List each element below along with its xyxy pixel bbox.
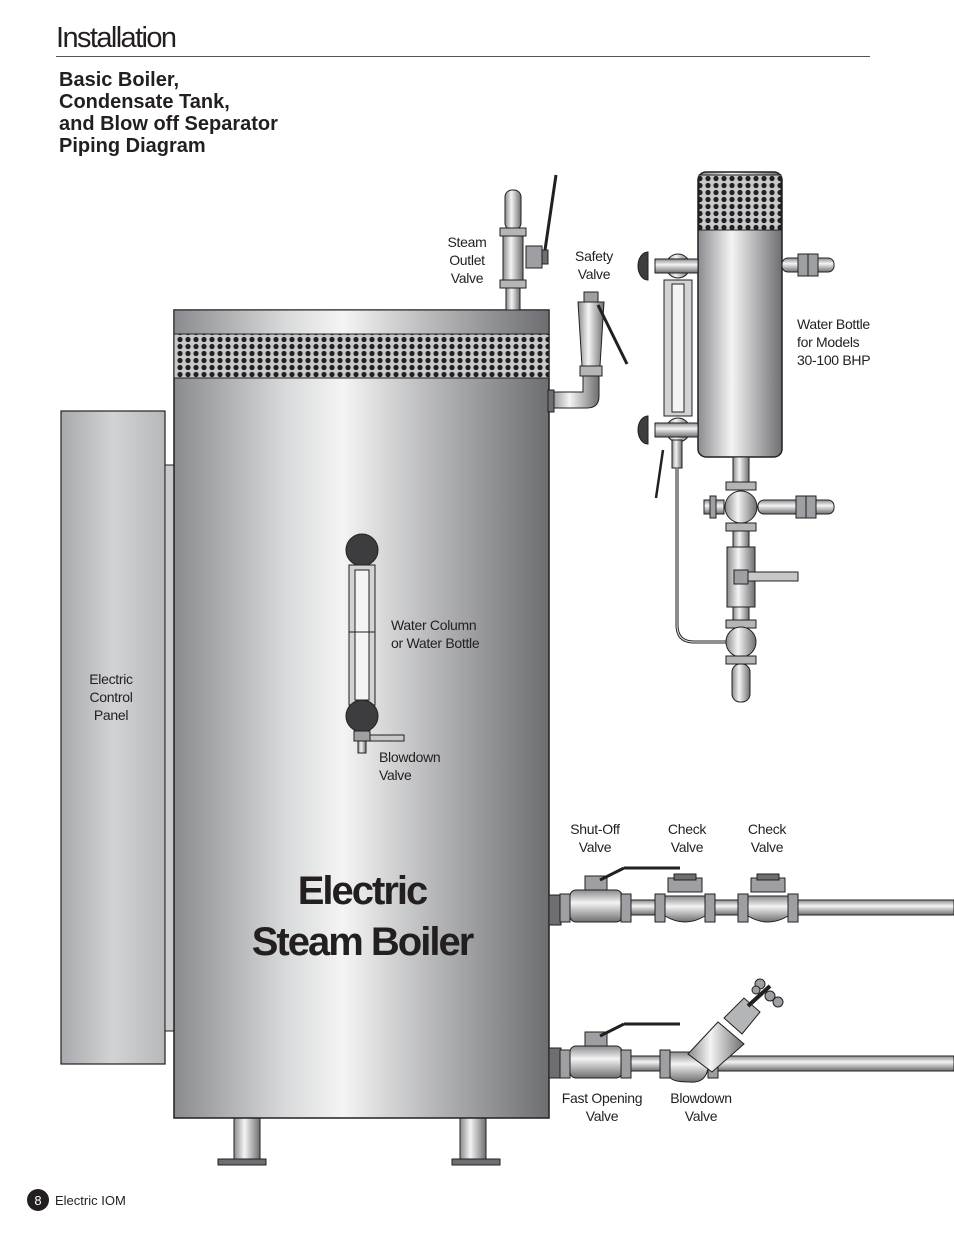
page-footer: 8 Electric IOM	[27, 1189, 126, 1211]
label-line: Valve	[450, 270, 484, 286]
label-line: Blowdown	[670, 1090, 732, 1106]
electric-control-panel	[60, 410, 176, 1065]
check-valve-2-label: Check Valve	[738, 820, 796, 856]
label-line: 30-100 BHP	[797, 352, 871, 368]
page-number: 8	[27, 1189, 49, 1211]
label-line: Valve	[578, 839, 612, 855]
line-blowdown-valve-label: Blowdown Valve	[662, 1089, 740, 1125]
water-bottle-label: Water Bottle for Models 30-100 BHP	[797, 315, 897, 369]
shutoff-valve-label: Shut-Off Valve	[561, 820, 629, 856]
water-bottle	[637, 171, 835, 703]
label-line: Fast Opening	[561, 1090, 643, 1106]
label-line: Valve	[684, 1108, 718, 1124]
fast-opening-valve-label: Fast Opening Valve	[556, 1089, 648, 1125]
boiler-title: Electric Steam Boiler	[220, 866, 504, 968]
label-line: Valve	[670, 839, 704, 855]
control-panel-label: Electric Control Panel	[72, 670, 150, 724]
label-line: Valve	[585, 1108, 619, 1124]
label-line: Valve	[750, 839, 784, 855]
steam-outlet-valve	[499, 174, 558, 311]
label-line: Electric	[89, 671, 133, 687]
label-line: or Water Bottle	[391, 635, 480, 651]
safety-valve-label: Safety Valve	[566, 247, 622, 283]
subtitle-line: Condensate Tank,	[59, 91, 230, 113]
water-column	[345, 533, 405, 754]
safety-valve	[547, 291, 629, 413]
section-title: Installation	[56, 22, 177, 54]
water-column-label: Water Column or Water Bottle	[391, 616, 501, 652]
check-valve-1-label: Check Valve	[658, 820, 716, 856]
subtitle-line: Basic Boiler,	[59, 69, 180, 91]
boiler-legs	[217, 1116, 501, 1166]
label-line: Valve	[379, 767, 412, 783]
label-line: Water Column	[391, 617, 477, 633]
label-line: Control	[89, 689, 133, 705]
document-name: Electric IOM	[55, 1192, 126, 1208]
header-rule	[56, 56, 870, 57]
label-line: Shut-Off	[570, 821, 620, 837]
boiler-title-line: Steam Boiler	[251, 920, 475, 964]
label-line: Check	[747, 821, 787, 837]
label-line: for Models	[797, 334, 860, 350]
column-blowdown-valve-label: Blowdown Valve	[379, 748, 459, 784]
label-line: Blowdown	[379, 749, 441, 765]
label-line: Water Bottle	[797, 316, 870, 332]
blowdown-line	[548, 978, 954, 1083]
label-line: Steam	[447, 234, 487, 250]
label-line: Valve	[577, 266, 611, 282]
page-subtitle: Basic Boiler, Condensate Tank, and Blow …	[59, 69, 278, 157]
label-line: Check	[667, 821, 707, 837]
feedwater-line	[548, 866, 954, 926]
subtitle-line: and Blow off Separator	[59, 113, 278, 135]
label-line: Panel	[93, 707, 129, 723]
boiler-title-line: Electric	[297, 869, 429, 913]
label-line: Safety	[575, 248, 613, 264]
label-line: Outlet	[449, 252, 485, 268]
subtitle-line: Piping Diagram	[59, 135, 206, 157]
steam-outlet-valve-label: Steam Outlet Valve	[438, 233, 496, 287]
